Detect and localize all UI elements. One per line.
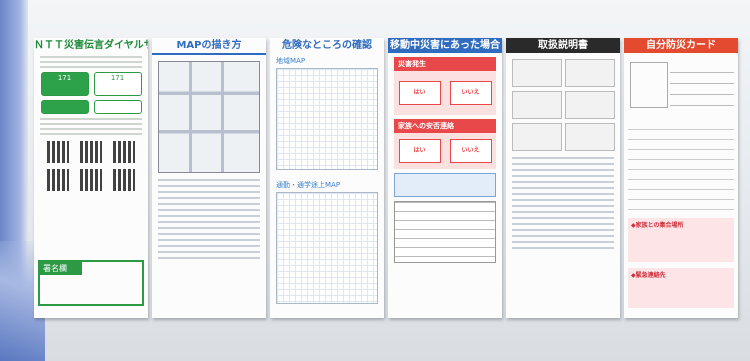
panel-title: 移動中災害にあった場合 (388, 38, 502, 53)
qr-code-icon (79, 169, 102, 191)
map-grid (276, 68, 378, 170)
panel-ntt-dial: ＮＴＴ災害伝言ダイヤルサービス 171 171 署名欄 (34, 38, 148, 318)
qr-code-icon (47, 141, 70, 163)
fold-illustrations (510, 57, 616, 153)
emergency-contact-box: ◆緊急連絡先 (628, 268, 734, 308)
qr-code-icon (112, 141, 135, 163)
panel-title: ＮＴＴ災害伝言ダイヤルサービス (34, 40, 148, 51)
signature-label: 署名欄 (40, 262, 82, 275)
panel-danger-check: 危険なところの確認 地域MAP 通勤・通学途上MAP (270, 38, 384, 318)
choice-box: はい (398, 81, 441, 105)
dial-tile: 171 (93, 72, 142, 96)
choice-box: はい (398, 139, 441, 163)
section-title: 災害発生 (394, 57, 496, 71)
panel-map-howto: MAPの描き方 (152, 38, 266, 318)
panel-title: 危険なところの確認 (282, 40, 372, 51)
qr-code-icon (79, 141, 102, 163)
panel-title: 取扱説明書 (506, 38, 620, 53)
choice-box: いいえ (449, 81, 492, 105)
family-place-box: ◆家族との集合場所 (628, 218, 734, 262)
section-title: 家族への安否連絡 (394, 119, 496, 133)
signature-box: 署名欄 (38, 260, 144, 306)
panel-disaster-moving: 移動中災害にあった場合 災害発生 はい いいえ 家族への安否連絡 はい いいえ (388, 38, 502, 318)
panel-title: MAPの描き方 (152, 38, 266, 55)
section-title: 地域MAP (276, 57, 306, 65)
sample-map (158, 61, 260, 173)
panel-bousai-card: 自分防災カード ◆家族との集合場所 ◆緊急連絡先 (624, 38, 738, 318)
choice-box: いいえ (449, 139, 492, 163)
map-grid (276, 192, 378, 304)
panel-manual: 取扱説明書 (506, 38, 620, 318)
section-title: 通勤・通学途上MAP (276, 181, 341, 189)
dial-tile: 171 (40, 72, 89, 96)
info-table (394, 201, 496, 263)
qr-code-icon (47, 169, 70, 191)
photo-frame (630, 62, 668, 108)
panel-title: 自分防災カード (624, 38, 738, 53)
qr-code-icon (112, 169, 135, 191)
blue-backdrop (0, 0, 45, 361)
